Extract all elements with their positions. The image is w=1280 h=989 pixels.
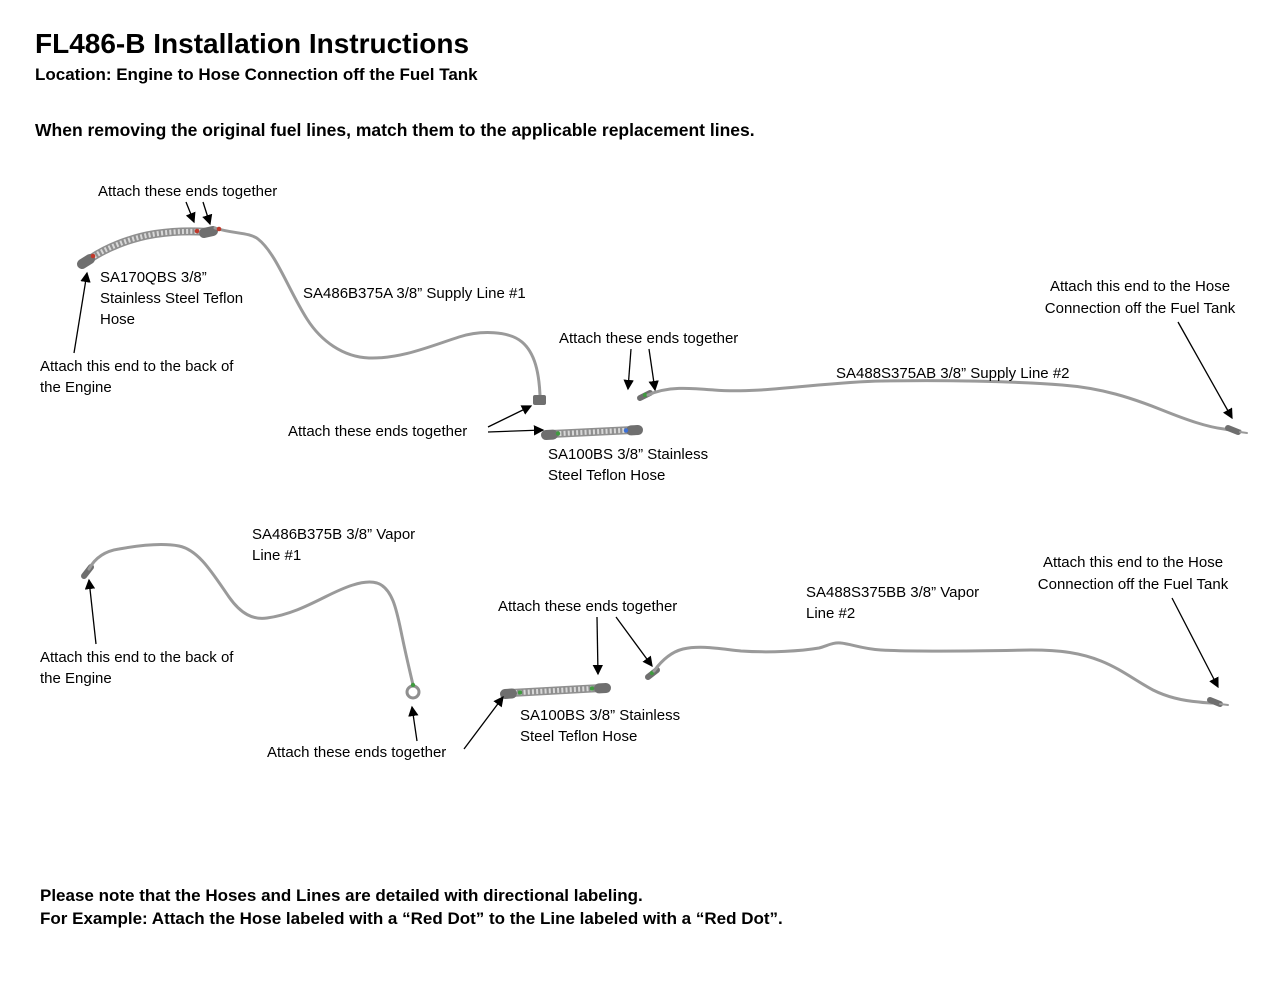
arrow-attach-ends-bottom-2 xyxy=(463,695,504,750)
label-supply-line-2: SA488S375AB 3/8” Supply Line #2 xyxy=(836,365,1070,382)
red-dot-marker xyxy=(194,228,200,234)
red-dot-marker xyxy=(216,226,222,232)
green-dot-marker xyxy=(589,686,595,691)
arrow-attach-ends-mid-bottom-1 xyxy=(592,616,604,676)
arrow-attach-ends-top-2 xyxy=(202,201,213,226)
red-dot-marker xyxy=(90,253,96,259)
supply-line-1 xyxy=(213,226,546,405)
arrow-engine-end-top xyxy=(73,271,91,354)
hose-body xyxy=(507,684,605,697)
label-engine-end-bottom: Attach this end to the back of the Engin… xyxy=(40,649,234,687)
hose-fitting-left xyxy=(500,688,517,699)
footer-note-line1: Please note that the Hoses and Lines are… xyxy=(40,886,643,905)
line-end-tail xyxy=(1219,703,1229,706)
line-end-fitting xyxy=(1225,425,1241,435)
arrow-attach-ends-mid-top-2 xyxy=(648,348,659,392)
label-attach-ends-top: Attach these ends together xyxy=(98,183,278,200)
green-dot-marker xyxy=(517,690,523,695)
blue-dot-marker xyxy=(623,428,629,433)
line-end-loop-fitting xyxy=(405,684,421,700)
hose-fitting-left xyxy=(77,254,95,269)
vapor-line-2 xyxy=(645,641,1229,707)
label-engine-end-top: Attach this end to the back of the Engin… xyxy=(40,358,234,396)
label-hose-sa100bs-top: SA100BS 3/8” Stainless Steel Teflon Hose xyxy=(548,446,709,484)
green-dot-marker xyxy=(410,682,416,688)
arrow-attach-ends-bottom-1 xyxy=(408,705,419,742)
arrow-attach-ends-mid-bottom-2 xyxy=(615,616,653,668)
arrow-tank-end-bottom xyxy=(1171,597,1219,689)
hose-fitting-right xyxy=(199,226,218,238)
annotation-arrows xyxy=(73,201,1233,750)
label-tank-end-bottom: Attach this end to the Hose Connection o… xyxy=(1037,554,1229,593)
label-attach-ends-bottom: Attach these ends together xyxy=(267,744,447,761)
hose-braid-texture xyxy=(550,427,634,437)
line-body xyxy=(213,226,542,397)
hose-sa100bs-bottom xyxy=(500,683,611,699)
line-end-fitting xyxy=(533,395,546,405)
line-body xyxy=(646,379,1242,433)
arrow-attach-ends-mid-top-1 xyxy=(623,348,634,391)
page-subtitle: Location: Engine to Hose Connection off … xyxy=(35,65,478,84)
green-dot-marker xyxy=(642,392,648,398)
hose-body xyxy=(547,426,637,438)
green-dot-marker xyxy=(555,431,561,436)
label-hose-sa100bs-bottom: SA100BS 3/8” Stainless Steel Teflon Hose xyxy=(520,707,681,745)
arrow-attach-ends-left-mid-1 xyxy=(487,405,533,428)
hose-body xyxy=(83,227,212,265)
arrow-attach-ends-left-mid-2 xyxy=(487,425,545,436)
label-vapor-line-2: SA488S375BB 3/8” Vapor Line #2 xyxy=(806,584,980,622)
line-body xyxy=(87,543,415,687)
arrow-engine-end-bottom xyxy=(84,578,97,645)
hose-sa170qbs xyxy=(77,226,218,269)
hose-sa100bs-top xyxy=(541,425,643,440)
vapor-line-1 xyxy=(81,543,421,700)
intro-note: When removing the original fuel lines, m… xyxy=(35,120,755,140)
label-supply-line-1: SA486B375A 3/8” Supply Line #1 xyxy=(303,285,526,302)
label-attach-ends-mid-bottom: Attach these ends together xyxy=(498,598,678,615)
line-end-tail xyxy=(1239,431,1248,434)
label-attach-ends-left-mid: Attach these ends together xyxy=(288,423,468,440)
label-tank-end-top: Attach this end to the Hose Connection o… xyxy=(1044,278,1236,317)
label-hose-sa170qbs: SA170QBS 3/8” Stainless Steel Teflon Hos… xyxy=(100,269,244,328)
label-attach-ends-mid-top: Attach these ends together xyxy=(559,330,739,347)
line-end-fitting xyxy=(1207,697,1223,707)
page-title: FL486-B Installation Instructions xyxy=(35,28,470,59)
arrow-tank-end-top xyxy=(1177,321,1233,420)
label-vapor-line-1: SA486B375B 3/8” Vapor Line #1 xyxy=(252,526,416,564)
line-body xyxy=(652,641,1217,705)
supply-line-2 xyxy=(637,379,1248,435)
arrow-attach-ends-top-1 xyxy=(185,201,196,224)
footer-note-line2: For Example: Attach the Hose labeled wit… xyxy=(40,909,783,928)
